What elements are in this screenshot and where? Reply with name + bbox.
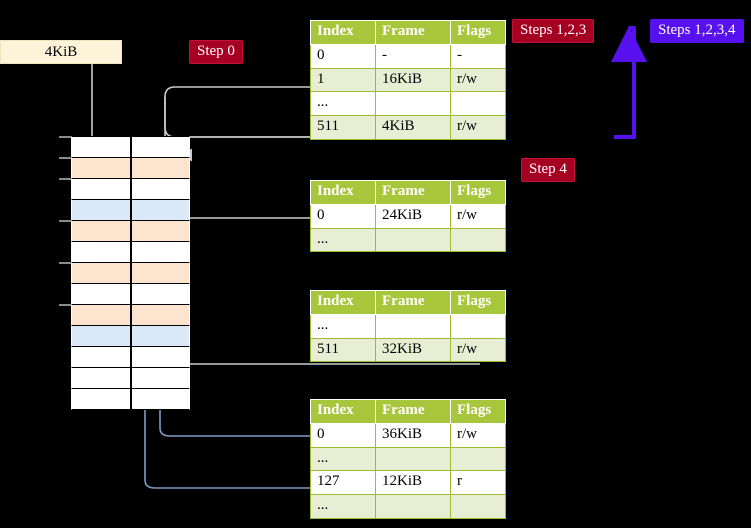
- col-header-index: Index: [310, 399, 376, 424]
- col-header-frame: Frame: [375, 180, 451, 205]
- badge-steps-123: Steps 1,2,3: [512, 19, 595, 43]
- virtual-address-label: 4KiB: [44, 43, 78, 60]
- cell-flags: -: [450, 43, 506, 69]
- cell-index: 511: [310, 337, 376, 363]
- badge-steps-1234-label: Steps 1,2,3,4: [658, 22, 736, 38]
- virtual-address-box: 4KiB: [0, 40, 122, 64]
- cell-index: ...: [310, 313, 376, 339]
- cell-index: ...: [310, 446, 376, 472]
- cell-index: 1: [310, 67, 376, 93]
- cell-index: ...: [310, 494, 376, 519]
- connector-spacer-a: [170, 148, 480, 158]
- col-header-index: Index: [310, 290, 376, 315]
- cell-flags: r/w: [450, 203, 506, 229]
- table-row: ...: [310, 313, 506, 339]
- cell-flags: r: [450, 470, 506, 495]
- cell-frame: 24KiB: [375, 203, 451, 229]
- page-table-level-2: Index Frame Flags ... 511 32KiB r/w: [310, 290, 506, 363]
- col-header-flags: Flags: [450, 290, 506, 315]
- table-row: ...: [310, 446, 506, 472]
- table-header-row: Index Frame Flags: [310, 290, 506, 315]
- cell-frame: 32KiB: [375, 337, 451, 363]
- cell-flags: r/w: [450, 115, 506, 140]
- cell-flags: r/w: [450, 422, 506, 448]
- table-header-row: Index Frame Flags: [310, 180, 506, 205]
- cell-frame: [375, 91, 451, 116]
- cell-flags: [450, 313, 506, 339]
- badge-step-0-label: Step 0: [197, 43, 235, 59]
- cell-flags: r/w: [450, 67, 506, 93]
- cell-flags: [450, 91, 506, 116]
- cell-flags: [450, 446, 506, 472]
- steps-bracket-arrow: [611, 26, 647, 139]
- cell-frame: [375, 494, 451, 519]
- table-row: ...: [310, 91, 506, 116]
- cell-index: 0: [310, 203, 376, 229]
- cell-frame: [375, 313, 451, 339]
- memory-tick: [59, 262, 71, 264]
- cell-frame: 12KiB: [375, 470, 451, 495]
- cell-frame: 16KiB: [375, 67, 451, 93]
- memory-tick: [59, 304, 71, 306]
- table-row: ...: [310, 494, 506, 519]
- col-header-flags: Flags: [450, 180, 506, 205]
- col-header-frame: Frame: [375, 20, 451, 45]
- memory-tick: [59, 178, 71, 180]
- col-header-index: Index: [310, 180, 376, 205]
- memory-tick: [59, 136, 71, 138]
- cell-frame: -: [375, 43, 451, 69]
- cell-frame: [375, 227, 451, 253]
- cell-index: 0: [310, 43, 376, 69]
- cell-frame: [375, 446, 451, 472]
- badge-steps-1234: Steps 1,2,3,4: [650, 19, 744, 43]
- cell-index: 0: [310, 422, 376, 448]
- table-row: 0 36KiB r/w: [310, 422, 506, 448]
- table-row: 127 12KiB r: [310, 470, 506, 495]
- col-header-frame: Frame: [375, 399, 451, 424]
- memory-tick: [59, 220, 71, 222]
- page-table-level-4: Index Frame Flags 0 - - 1 16KiB r/w ...: [310, 20, 506, 140]
- table-row: ...: [310, 227, 506, 253]
- physical-memory-column: [59, 136, 190, 410]
- page-table-level-3: Index Frame Flags 0 24KiB r/w ...: [310, 180, 506, 253]
- cell-frame: 4KiB: [375, 115, 451, 140]
- memory-column-divider: [130, 136, 132, 410]
- memory-tick: [59, 157, 71, 159]
- badge-step-0: Step 0: [189, 40, 243, 64]
- table-row: 1 16KiB r/w: [310, 67, 506, 93]
- col-header-index: Index: [310, 20, 376, 45]
- table-row: 511 32KiB r/w: [310, 337, 506, 363]
- badge-steps-123-label: Steps 1,2,3: [520, 22, 587, 38]
- cell-index: ...: [310, 227, 376, 253]
- col-header-flags: Flags: [450, 399, 506, 424]
- cell-flags: [450, 494, 506, 519]
- table-row: 0 - -: [310, 43, 506, 69]
- badge-step-4-label: Step 4: [529, 161, 567, 177]
- badge-step-4: Step 4: [521, 158, 575, 182]
- table-header-row: Index Frame Flags: [310, 20, 506, 45]
- cell-index: 127: [310, 470, 376, 495]
- table-row: 0 24KiB r/w: [310, 203, 506, 229]
- page-table-level-1: Index Frame Flags 0 36KiB r/w ... 127 12…: [310, 399, 506, 519]
- col-header-frame: Frame: [375, 290, 451, 315]
- cell-flags: r/w: [450, 337, 506, 363]
- col-header-flags: Flags: [450, 20, 506, 45]
- cell-frame: 36KiB: [375, 422, 451, 448]
- cell-index: 511: [310, 115, 376, 140]
- table-row-highlighted: 511 4KiB r/w: [310, 115, 506, 140]
- cell-flags: [450, 227, 506, 253]
- cell-index: ...: [310, 91, 376, 116]
- table-header-row: Index Frame Flags: [310, 399, 506, 424]
